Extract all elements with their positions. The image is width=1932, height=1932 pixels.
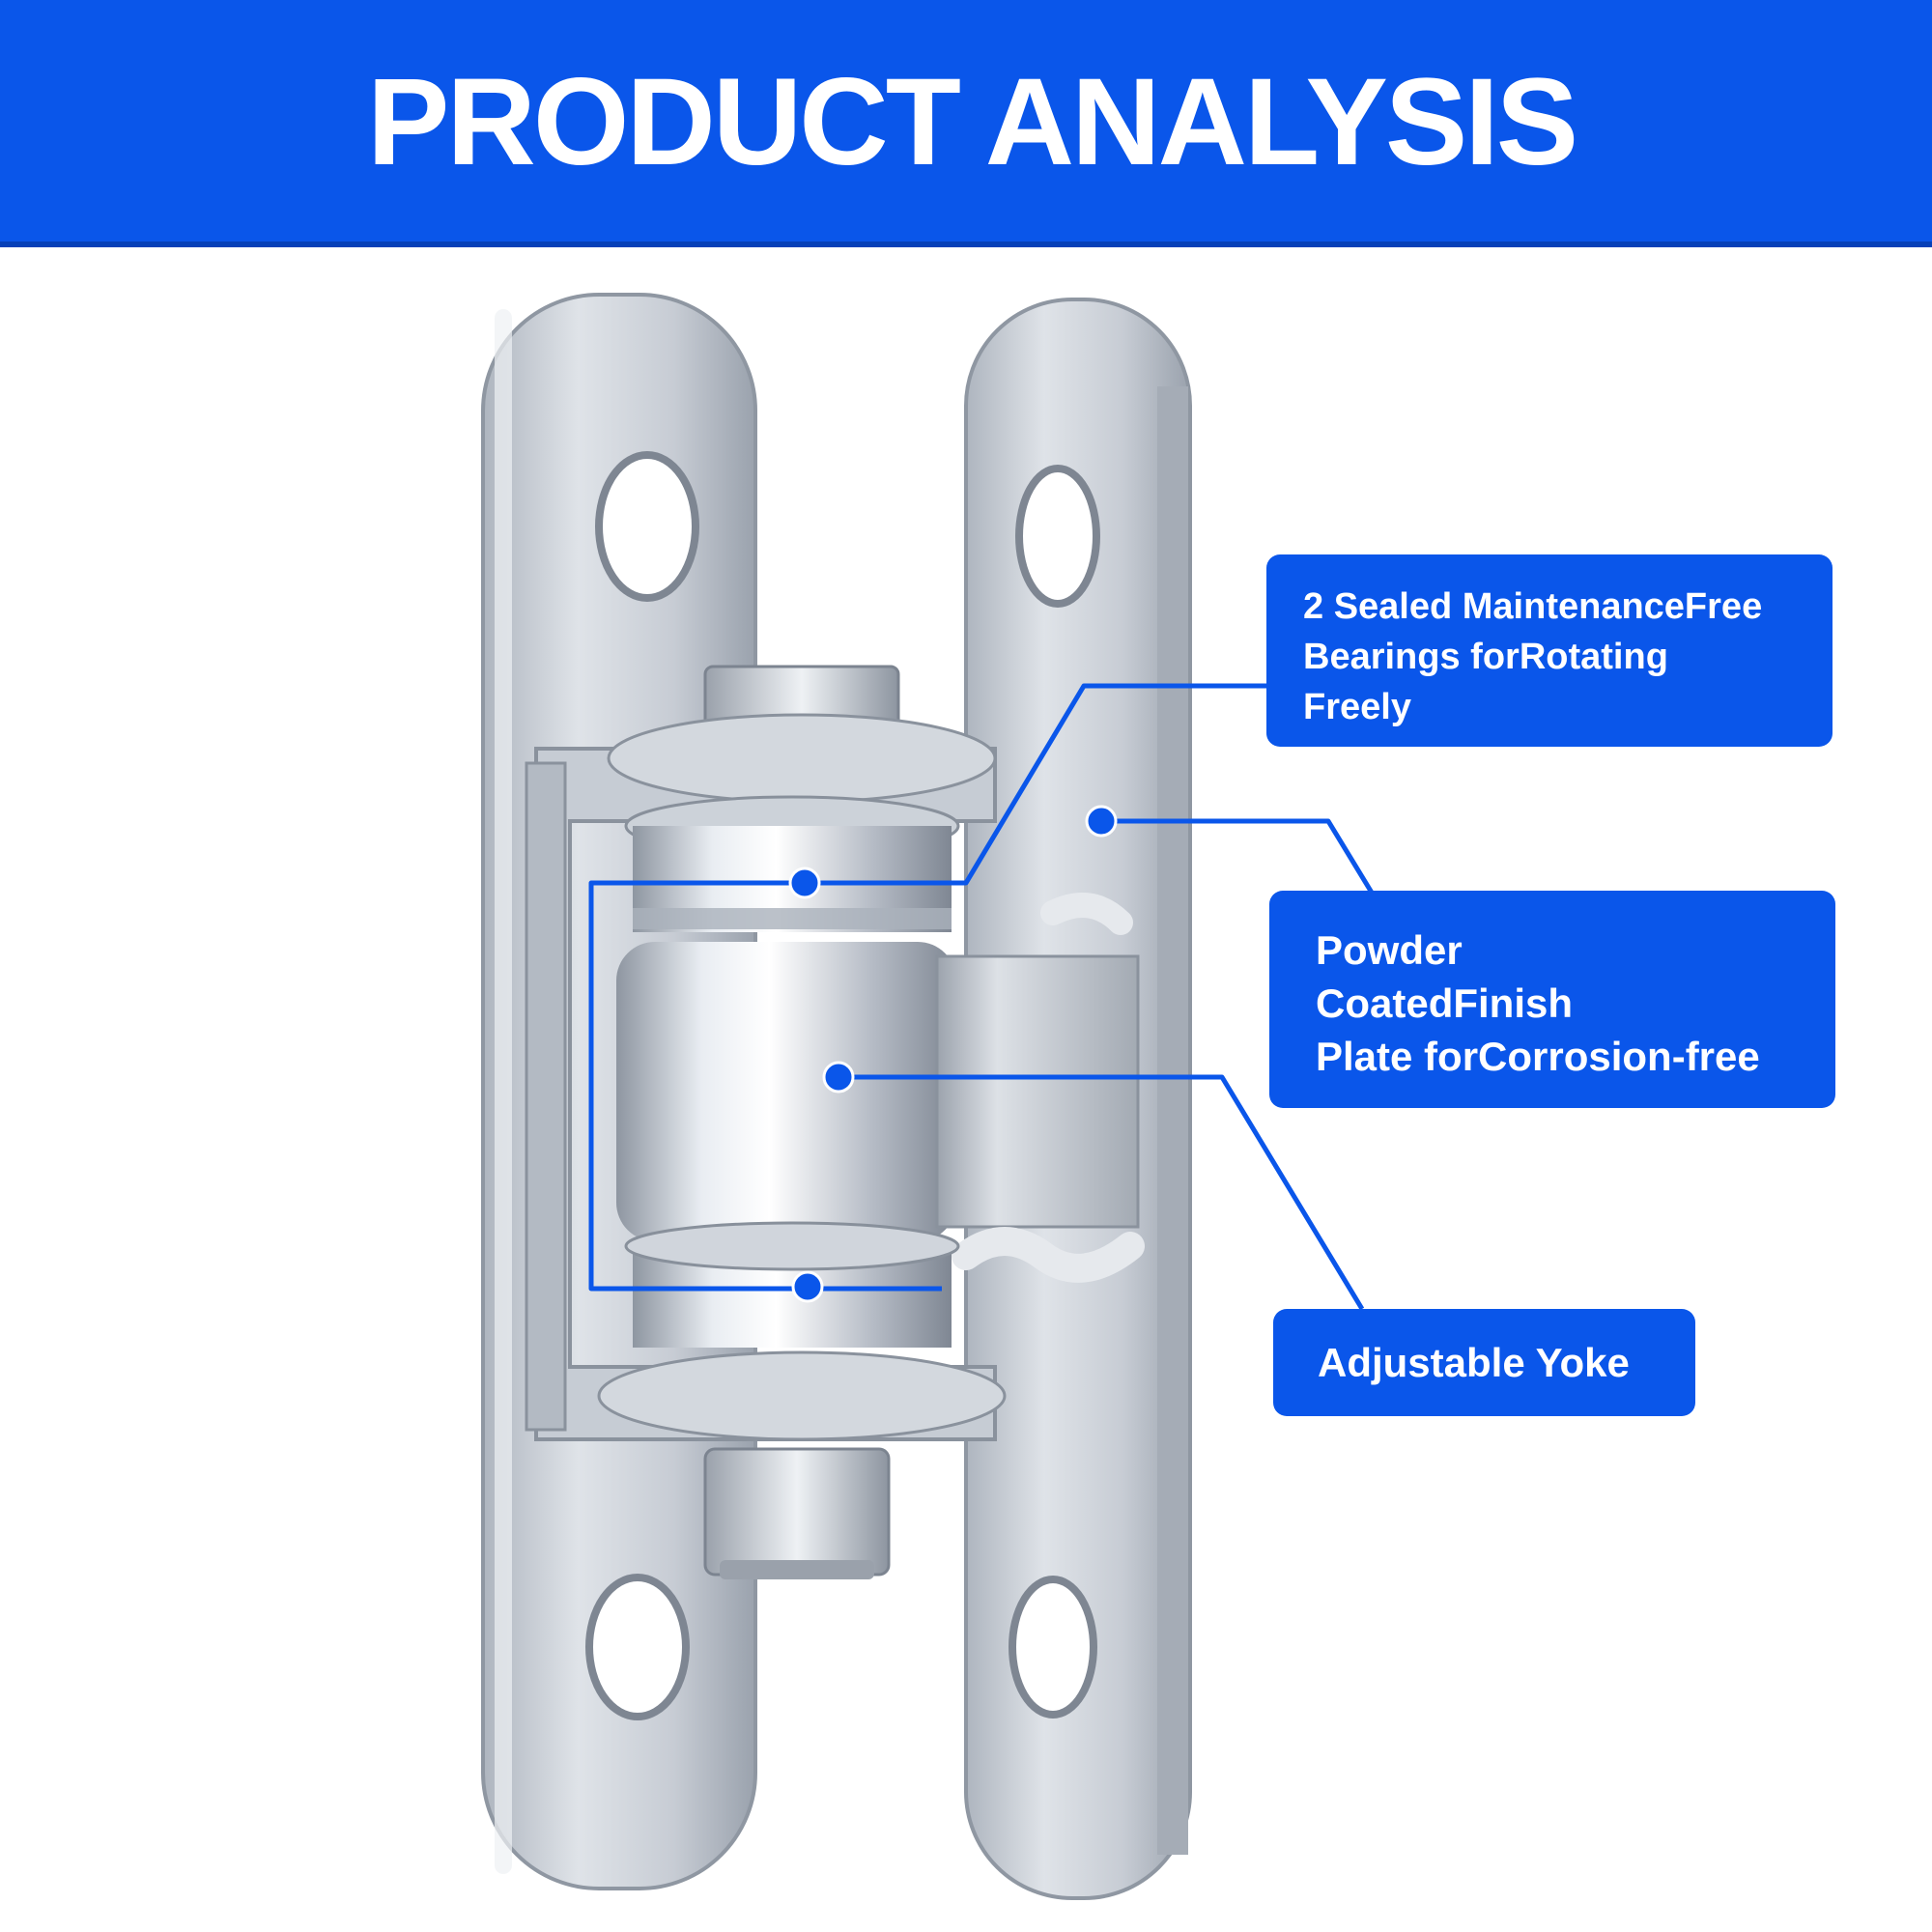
callout-adjustable-yoke: Adjustable Yoke [1273,1309,1695,1416]
callout-line: Powder [1316,927,1463,973]
callout-line: Adjustable Yoke [1318,1340,1630,1385]
callout-line: CoatedFinish [1316,980,1574,1026]
lower-bearing [597,1221,1007,1441]
header-banner: PRODUCT ANALYSIS [0,0,1932,247]
callout-powder-coated: Powder CoatedFinish Plate forCorrosion-f… [1269,891,1835,1108]
callout-line: 2 Sealed MaintenanceFree [1303,586,1763,627]
callout-line: Plate forCorrosion-free [1316,1034,1760,1079]
upper-bearing [624,795,960,932]
callout-bearings: 2 Sealed MaintenanceFree Bearings forRot… [1266,554,1833,747]
bottom-nut [703,1447,891,1579]
mounting-hole [585,1574,690,1720]
callout-line: Bearings forRotating [1303,637,1668,677]
callout-line: Freely [1303,687,1411,727]
mounting-hole [595,451,699,602]
page-title: PRODUCT ANALYSIS [367,53,1578,191]
mounting-hole [1009,1576,1097,1719]
mounting-hole [1015,465,1100,608]
adjustable-yoke [616,893,1145,1283]
